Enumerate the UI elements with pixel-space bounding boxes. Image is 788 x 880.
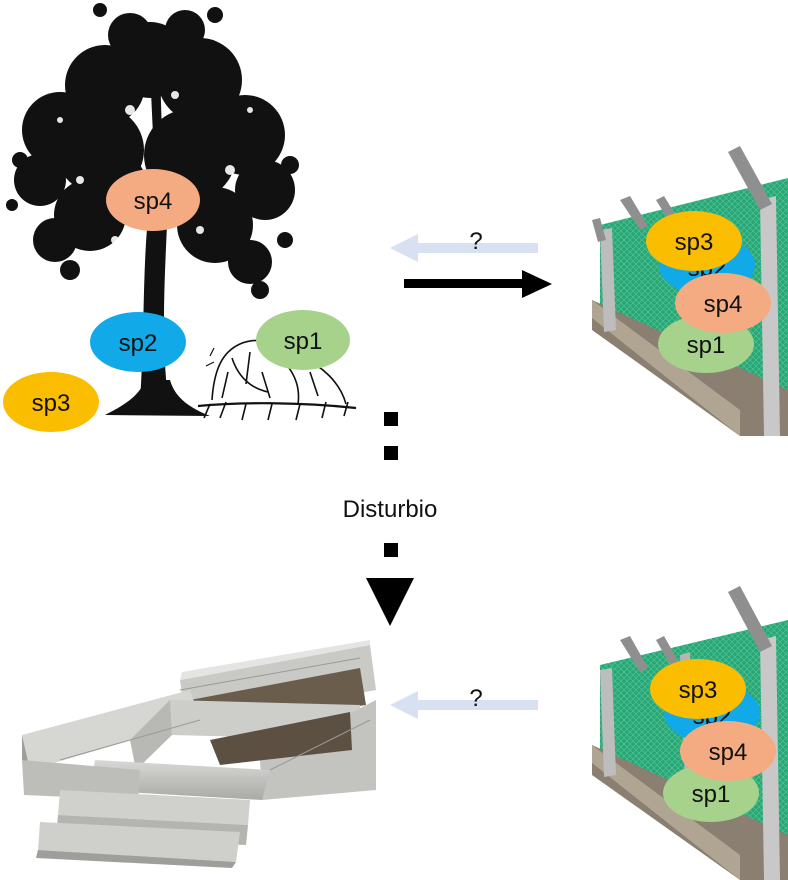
species-label: sp3 [32, 390, 71, 417]
species-sp4-bottom-right: sp4 [680, 721, 776, 781]
question-mark-bottom: ? [469, 685, 482, 712]
faded-arrow-bottom [390, 691, 538, 719]
species-label: sp4 [134, 188, 173, 215]
species-label: sp1 [692, 781, 731, 808]
species-label: sp1 [687, 332, 726, 359]
black-arrow-right [404, 270, 552, 298]
species-label: sp3 [679, 677, 718, 704]
species-stack-top-right: sp2 sp3 sp1 sp4 [646, 211, 771, 373]
species-sp4-top-right: sp4 [675, 273, 771, 333]
disturbance-label: Disturbio [343, 496, 438, 523]
species-sp3-bottom-right: sp3 [650, 659, 746, 719]
species-label: sp1 [284, 328, 323, 355]
faded-arrow-top [390, 234, 538, 262]
species-label: sp2 [119, 330, 158, 357]
species-sp1-left: sp1 [256, 310, 350, 370]
species-sp3-left: sp3 [3, 372, 99, 432]
species-sp4-left: sp4 [106, 169, 200, 231]
concrete-foundation-photo [22, 640, 376, 868]
species-label: sp4 [709, 739, 748, 766]
species-sp3-top-right: sp3 [646, 211, 742, 271]
species-stack-bottom-right: sp2 sp3 sp1 sp4 [650, 659, 776, 822]
disturbance-dashed-arrow [366, 412, 414, 626]
species-label: sp3 [675, 229, 714, 256]
species-label: sp4 [704, 291, 743, 318]
question-mark-top: ? [469, 228, 482, 255]
species-sp2-left: sp2 [90, 312, 186, 372]
